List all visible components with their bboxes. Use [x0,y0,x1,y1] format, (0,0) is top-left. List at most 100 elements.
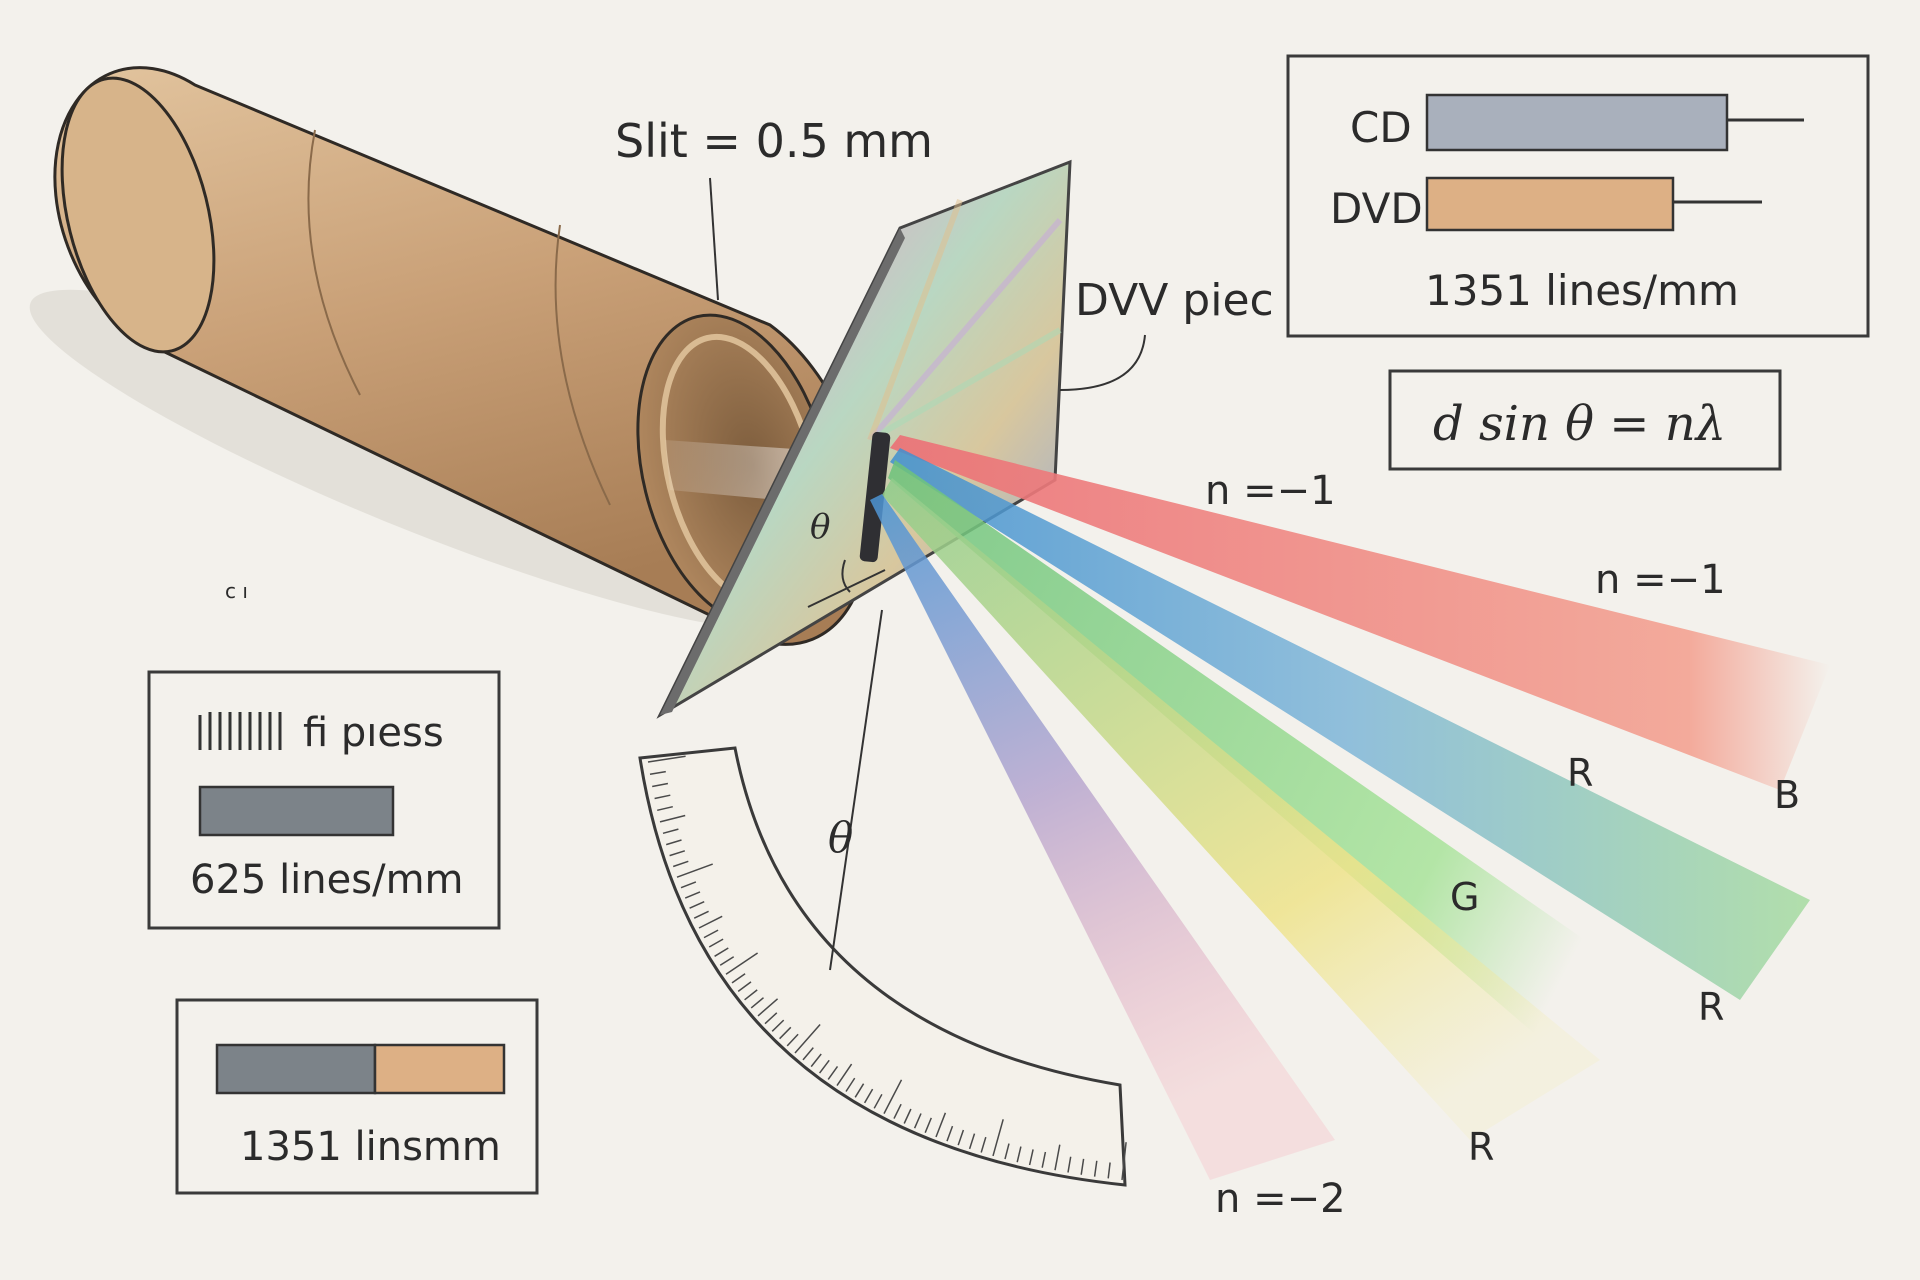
beam-tag-r2: R [1698,985,1724,1029]
legend-left-bar [198,785,395,837]
beam-pink [870,494,1335,1180]
protractor-tick [913,1113,922,1129]
protractor-tick [854,1083,865,1098]
protractor-tick [672,860,689,868]
order-label-mid: n =−1 [1595,557,1726,603]
slit [859,431,891,563]
protractor-tick [719,956,735,966]
protractor-tick [1054,1144,1061,1171]
protractor-tick [968,1133,976,1150]
protractor-tick [737,981,752,993]
protractor-tick [1121,1142,1127,1181]
slit-leader [709,177,719,301]
protractor-tick [693,910,709,919]
protractor-tick [1016,1146,1022,1163]
beam-blue-green [890,448,1810,1000]
protractor-tick [662,828,679,835]
protractor-tick [957,1129,965,1146]
legend-left-title: fi pıess [303,710,444,756]
protractor-tick [649,770,666,776]
protractor-tick [744,989,758,1001]
protractor-tick [665,839,682,846]
protractor-tick [703,929,719,939]
slit-label: Slit = 0.5 mm [615,114,933,168]
stray-mark: c ı [225,579,248,603]
protractor-tick [757,998,779,1017]
legend-top: CD DVD 1351 lines/mm [1286,54,1870,338]
protractor-tick [676,863,713,878]
protractor-tick [750,997,764,1009]
formula-box: d sin θ = nλ [1388,369,1782,471]
protractor-tick [980,1136,987,1153]
protractor-tick [1093,1160,1098,1177]
beam-green [888,460,1700,1090]
protractor-tick [794,1024,821,1054]
legend-bottom-density: 1351 linsmm [240,1124,501,1170]
protractor-tick [659,814,686,823]
protractor-tick [698,915,723,929]
protractor-tick [873,1093,883,1109]
beam-tag-r1: R [1567,751,1593,795]
protractor-tick [647,755,686,763]
protractor-tick [684,891,701,899]
legend-top-density: 1351 lines/mm [1425,266,1739,315]
order-label-top: n =−1 [1205,468,1336,514]
order-label-bottom: n =−2 [1215,1176,1346,1222]
dvd-bar [1425,176,1675,232]
protractor-tick [992,1119,1004,1157]
theta-beam-label: θ [810,507,830,547]
legend-dvd-label: DVD [1330,184,1423,233]
protractor-tick [708,938,724,948]
protractor-tick [1080,1158,1085,1175]
protractor-tick [689,901,705,909]
protractor-tick [657,805,673,812]
legend-bottom: 1351 linsmm [175,998,539,1195]
protractor-tick [652,782,669,788]
comb-icon [198,712,282,750]
protractor-tick [725,952,759,975]
protractor-tick [903,1108,912,1124]
beam-tag-b: B [1774,773,1800,817]
protractor-tick [680,881,697,889]
protractor-tick [827,1065,839,1080]
diffracted-beams [870,435,1830,1180]
protractor-tick [836,1063,853,1087]
protractor-tick [810,1053,822,1068]
protractor-tick [883,1079,903,1114]
protractor-tick [764,1012,778,1025]
theta-scale-label: θ [828,813,853,862]
cd-bar [1425,93,1729,152]
legend-left-density: 625 lines/mm [190,857,464,903]
legend-left: fi pıess 625 lines/mm [147,670,501,930]
protractor-tick [845,1077,856,1092]
legend-bottom-bar-gray [215,1043,377,1095]
protractor-tick [935,1112,947,1138]
protractor: θ [638,609,1127,1187]
protractor-tick [771,1019,785,1032]
protractor-tick [1004,1143,1010,1160]
beam-tag-g: G [1450,875,1479,919]
protractor-tick [1028,1149,1034,1166]
legend-bottom-bar-tan [373,1043,506,1095]
protractor-tick [1041,1151,1047,1168]
protractor-tick [863,1088,874,1104]
formula-text: d sin θ = nλ [1433,396,1726,452]
protractor-tick [946,1125,954,1142]
beam-red [890,435,1830,790]
protractor-tick [924,1117,932,1133]
beam-tag-r3: R [1468,1125,1494,1169]
protractor-tick [654,794,671,800]
legend-cd-label: CD [1350,103,1412,152]
protractor-tick [779,1026,792,1040]
protractor-tick [1067,1156,1072,1173]
protractor-tick [818,1059,830,1074]
protractor-tick [714,947,729,957]
protractor-tick [893,1103,902,1119]
protractor-tick [786,1033,799,1047]
protractor-tick [669,850,686,857]
protractor-tick [731,973,746,984]
protractor-tick [802,1047,814,1061]
piece-leader [1059,334,1146,391]
